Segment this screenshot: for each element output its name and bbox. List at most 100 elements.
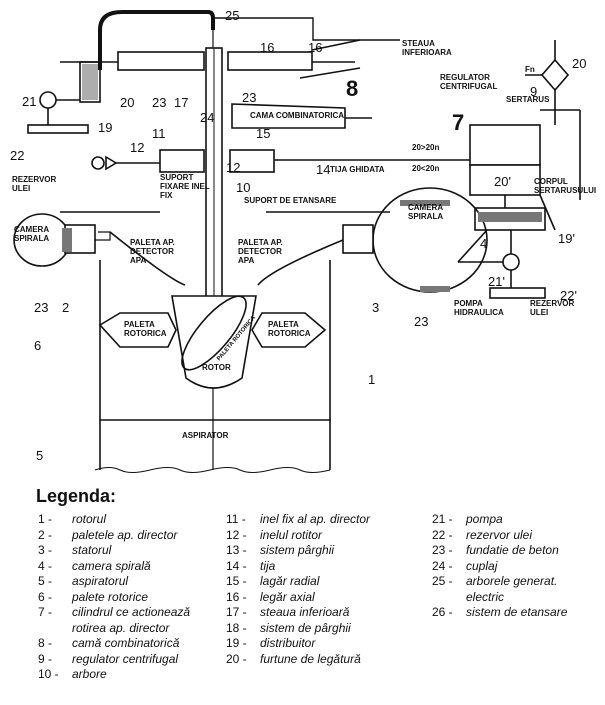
legend-item-number: 23 -	[432, 543, 453, 557]
num-16b: 16	[308, 40, 322, 55]
legend-item-text: rotorul	[72, 512, 107, 526]
num-20p: 20'	[494, 174, 511, 189]
legend-item: 23 - fundatie de beton	[432, 543, 567, 559]
label-suport-de-etansare: SUPORT DE ETANSARE	[244, 196, 337, 205]
num-21a: 21	[22, 94, 36, 109]
label-cama-combinatorica: CAMA COMBINATORICA	[250, 111, 344, 120]
num-11: 11	[152, 126, 166, 141]
num-23a: 23	[152, 95, 166, 110]
legend-item-text: cilindrul ce actionează	[72, 605, 191, 619]
legend-column-2: 11 - inel fix al ap. director 12 -inelul r…	[226, 512, 370, 667]
label-ineq-gt: 20>20n	[412, 143, 439, 152]
num-1: 1	[368, 372, 375, 387]
legend-item-number: 8 -	[38, 636, 53, 650]
legend-item-number: 9 -	[38, 651, 53, 666]
legend-item-text: steaua inferioară	[260, 605, 350, 619]
legend-item-number: 20 -	[226, 651, 247, 666]
legend-item: 2 -paletele ap. director	[38, 528, 190, 544]
legend-item-text: inel fix al ap. director	[260, 512, 371, 526]
legend-item-text: rotirea ap. director	[72, 620, 170, 635]
legend-item-text: inelul rotitor	[260, 527, 323, 542]
legend-item: 13 -sistem pârghii	[226, 543, 370, 559]
legend-item: 24 -cuplaj	[432, 559, 567, 575]
legend-item: 20 - furtune de legătură	[226, 652, 370, 668]
legend-item: 9 -regulator centrifugal	[38, 652, 190, 668]
num-23b: 23	[242, 90, 256, 105]
legend-item: 5 - aspiratorul	[38, 574, 190, 590]
legend-item-text: legăr axial	[260, 589, 315, 604]
legend-item: electric	[432, 590, 567, 606]
num-23d: 23	[414, 314, 428, 329]
num-19b: 19'	[558, 231, 575, 246]
legend-item-text: camera spirală	[72, 558, 151, 573]
legend-item-text: camă combinatorică	[72, 636, 180, 650]
legend-item-number: 3 -	[38, 543, 53, 557]
num-25: 25	[225, 8, 239, 23]
legend-item-number	[432, 590, 466, 606]
legend-item-text: fundatie de beton	[466, 543, 559, 557]
legend-item-number: 5 -	[38, 574, 53, 588]
legend-item-text: arborele generat.	[466, 574, 558, 588]
legend-item-number: 7 -	[38, 605, 53, 619]
legend-item: 22 -rezervor ulei	[432, 528, 567, 544]
num-6: 6	[34, 338, 41, 353]
legend-item-text: aspiratorul	[72, 574, 129, 588]
legend-item: 8 - camă combinatorică	[38, 636, 190, 652]
num-12b: 12	[226, 160, 240, 175]
legend-item-number: 25 -	[432, 574, 453, 588]
legend-item-text: distribuitor	[260, 636, 316, 650]
legend-item: 10 -arbore	[38, 667, 190, 683]
legend-item: 12 -inelul rotitor	[226, 528, 370, 544]
legend-item: 15 -lagăr radial	[226, 574, 370, 590]
legend-item: 19 -distribuitor	[226, 636, 370, 652]
legend-item-text: statorul	[72, 543, 112, 557]
legend-item: 3 - statorul	[38, 543, 190, 559]
legend-item-text: furtune de legătură	[260, 651, 361, 666]
legend-item-text: pompa	[466, 512, 503, 526]
legend-item-number: 6 -	[38, 589, 53, 604]
num-10: 10	[236, 180, 250, 195]
legend-item-number: 21 -	[432, 512, 453, 526]
label-ineq-lt: 20<20n	[412, 164, 439, 173]
num-21b: 21'	[488, 274, 505, 289]
legend-item: 25 - arborele generat.	[432, 574, 567, 590]
legend-title: Legenda:	[36, 486, 117, 506]
legend-item-text: arbore	[72, 667, 107, 681]
legend-item-number: 17 -	[226, 605, 247, 619]
label-rotor: ROTOR	[202, 363, 231, 372]
legend-item: 1 -rotorul	[38, 512, 190, 528]
label-sertarus: SERTARUS	[506, 95, 550, 104]
num-3: 3	[372, 300, 379, 315]
label-tija-ghidata: TIJA GHIDATA	[330, 165, 385, 174]
legend-item: 16 -legăr axial	[226, 590, 370, 606]
legend-item-text: lagăr radial	[260, 574, 320, 588]
legend-item-text: rezervor ulei	[466, 527, 533, 542]
num-9: 9	[530, 84, 537, 99]
legend-item: 17 - steaua inferioară	[226, 605, 370, 621]
legend-item-text: electric	[466, 589, 505, 604]
num-7: 7	[452, 110, 464, 135]
legend-item: 21 - pompa	[432, 512, 567, 528]
legend-item: 26 -sistem de etansare	[432, 605, 567, 621]
num-2: 2	[62, 300, 69, 315]
legend-item-number: 4 -	[38, 558, 53, 573]
label-aspirator: ASPIRATOR	[182, 431, 229, 440]
num-22a: 22	[10, 148, 24, 163]
num-5: 5	[36, 448, 43, 463]
legend-item: rotirea ap. director	[38, 621, 190, 637]
legend-item: 18 -sistem de pârghii	[226, 621, 370, 637]
legend-item-number: 11 -	[226, 512, 246, 526]
legend-item: 7 - cilindrul ce actionează	[38, 605, 190, 621]
legend-item-number: 18 -	[226, 620, 247, 635]
num-19a: 19	[98, 120, 112, 135]
